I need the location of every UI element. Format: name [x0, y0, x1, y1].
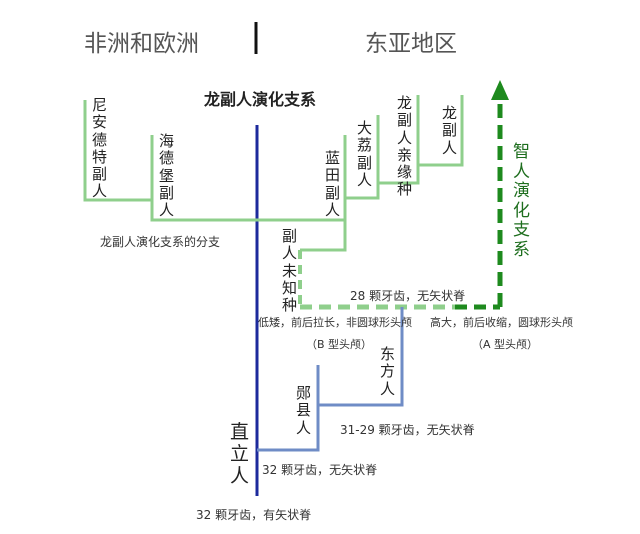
- note-skull-b-desc: 低矮，前后拉长，非圆球形头颅: [258, 316, 412, 329]
- taxon-heidelberg: 海德堡副人: [159, 132, 175, 219]
- diagram-title: 龙副人演化支系: [204, 90, 317, 109]
- taxon-dongfang: 东方人: [380, 345, 396, 398]
- note-skull-b: （B 型头颅）: [306, 338, 373, 351]
- note-teeth-32-no-ridge: 32 颗牙齿，无矢状脊: [262, 463, 378, 477]
- taxon-yunxian: 郧县人: [296, 384, 312, 437]
- taxon-unknown: 副人未知种: [282, 227, 298, 314]
- note-teeth-31-29: 31-29 颗牙齿，无矢状脊: [340, 423, 475, 437]
- taxon-erectus: 直立人: [230, 421, 250, 487]
- taxon-longi-relative: 龙副人亲缘种: [397, 94, 413, 199]
- branch-label: 龙副人演化支系的分支: [100, 235, 221, 249]
- longi-clade-lines: [83, 95, 464, 310]
- taxon-neanderthal: 尼安德特副人: [92, 96, 108, 201]
- note-skull-a-desc: 高大，前后收缩，圆球形头颅: [430, 316, 573, 329]
- header-east-asia: 东亚地区: [365, 31, 457, 57]
- taxon-longi: 龙副人: [442, 104, 458, 157]
- header-africa-europe: 非洲和欧洲: [84, 31, 199, 57]
- sapiens-clade-label: 智人演化支系: [513, 142, 530, 260]
- note-teeth-32-ridge: 32 颗牙齿，有矢状脊: [196, 508, 312, 522]
- asian-erectus-lines: [257, 307, 404, 452]
- arrow-up-icon: [491, 80, 509, 100]
- sapiens-clade-lines: [455, 98, 503, 310]
- taxon-dali: 大荔副人: [357, 119, 373, 189]
- taxon-lantian: 蓝田副人: [325, 149, 341, 219]
- note-skull-a: （A 型头颅）: [472, 338, 539, 351]
- note-teeth-28: 28 颗牙齿，无矢状脊: [350, 289, 466, 303]
